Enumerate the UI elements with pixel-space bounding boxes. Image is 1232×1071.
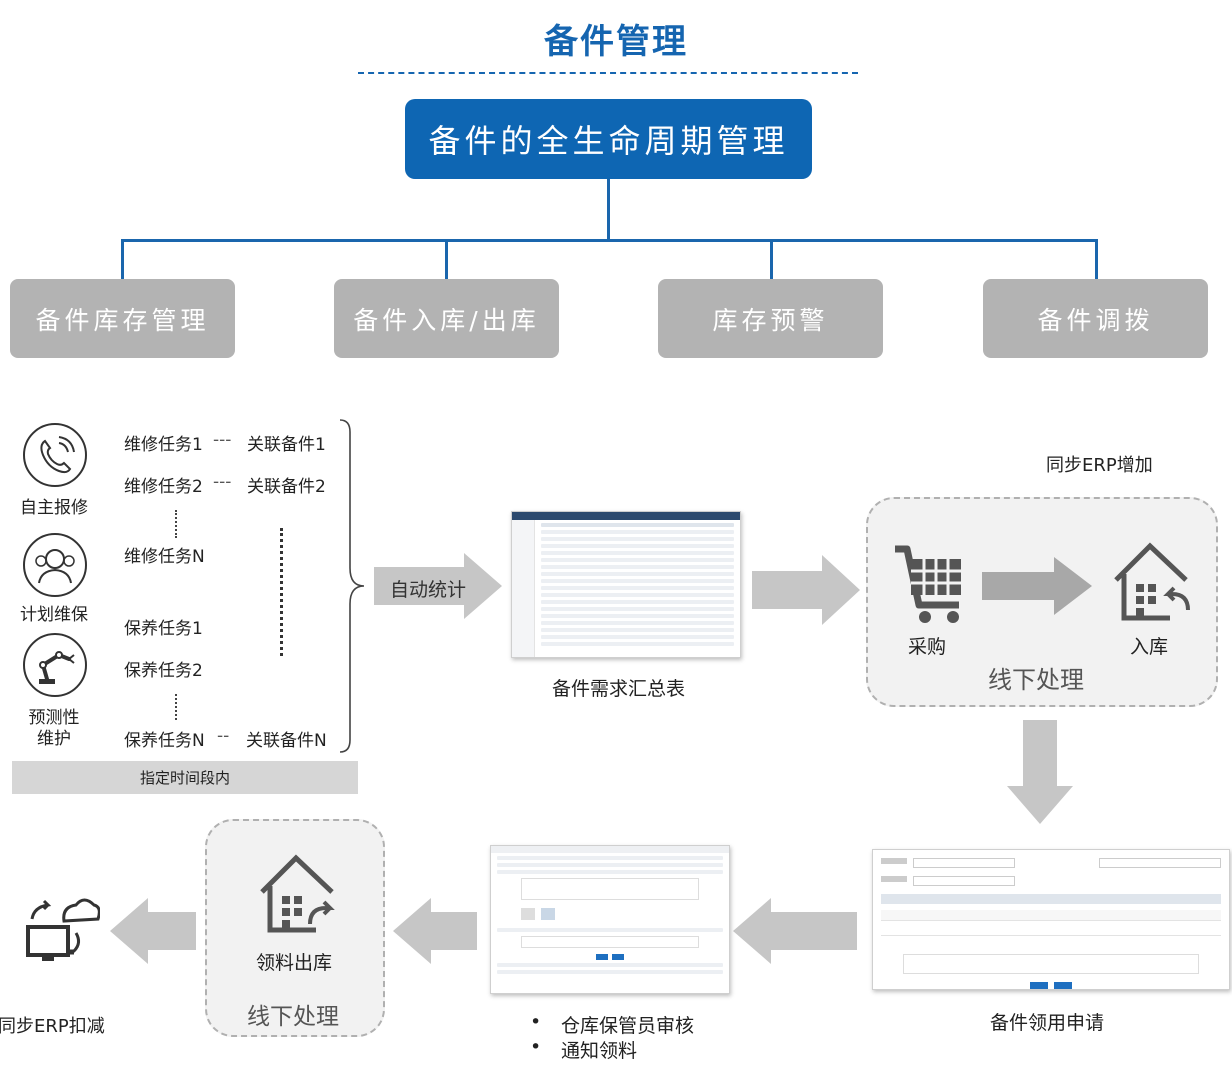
linked-part-n: 关联备件N xyxy=(246,731,327,751)
purchase-to-in-arrow xyxy=(982,557,1092,615)
to-audit-arrow xyxy=(733,898,857,964)
task-repair-n: 维修任务N xyxy=(124,547,205,567)
erp-add-label: 同步ERP增加 xyxy=(1046,455,1153,476)
summary-table-thumbnail xyxy=(511,511,741,658)
tree-branch xyxy=(121,239,1098,242)
pick-out-label: 领料出库 xyxy=(256,952,333,974)
warehouse-in-icon xyxy=(1114,542,1190,621)
tree-leg-4 xyxy=(1095,239,1098,280)
task-repair-2: 维修任务2 xyxy=(124,477,203,497)
apply-form-thumbnail xyxy=(872,849,1230,990)
category-transfer: 备件调拨 xyxy=(983,279,1208,358)
to-erp-arrow xyxy=(110,898,196,964)
linked-part-1: 关联备件1 xyxy=(247,435,326,455)
summary-caption: 备件需求汇总表 xyxy=(552,678,686,700)
source-predictive-2: 维护 xyxy=(37,729,71,749)
offline-label-bottom: 线下处理 xyxy=(247,1004,339,1030)
to-pickout-arrow xyxy=(393,898,477,964)
title-divider xyxy=(358,72,858,74)
task-maint-2: 保养任务2 xyxy=(124,661,203,681)
apply-caption: 备件领用申请 xyxy=(990,1012,1105,1034)
time-range-bar: 指定时间段内 xyxy=(12,761,358,794)
worker-icon xyxy=(23,533,87,597)
ellipsis-repair xyxy=(175,510,177,538)
auto-stat-label: 自动统计 xyxy=(390,579,467,601)
category-inventory: 备件库存管理 xyxy=(10,279,235,358)
audit-form-thumbnail xyxy=(490,845,730,994)
dash-1: --- xyxy=(213,430,232,450)
purchase-label: 采购 xyxy=(908,636,947,658)
tree-leg-1 xyxy=(121,239,124,280)
auto-stat-arrow xyxy=(374,553,502,619)
erp-sub-label: 同步ERP扣减 xyxy=(0,1016,105,1037)
linked-part-2: 关联备件2 xyxy=(247,477,326,497)
audit-bullet-1: • xyxy=(530,1011,542,1033)
cloud-sync-icon xyxy=(26,898,100,961)
task-maint-n: 保养任务N xyxy=(124,731,205,751)
robot-arm-icon xyxy=(23,633,87,697)
dash-2: --- xyxy=(213,472,232,492)
source-predictive-1: 预测性 xyxy=(28,708,80,728)
root-node: 备件的全生命周期管理 xyxy=(405,99,812,179)
category-in-out: 备件入库/出库 xyxy=(334,279,559,358)
cart-icon xyxy=(895,545,961,623)
tree-leg-2 xyxy=(445,239,448,280)
audit-item-2: 通知领料 xyxy=(561,1040,638,1062)
stock-in-label: 入库 xyxy=(1130,636,1169,658)
ellipsis-maint xyxy=(175,694,177,720)
tree-trunk xyxy=(607,179,610,241)
source-self-report: 自主报修 xyxy=(20,498,88,518)
task-repair-1: 维修任务1 xyxy=(124,435,203,455)
category-warning: 库存预警 xyxy=(658,279,883,358)
task-maint-1: 保养任务1 xyxy=(124,619,203,639)
tree-leg-3 xyxy=(770,239,773,280)
page-title: 备件管理 xyxy=(544,22,688,62)
phone-icon xyxy=(23,423,87,487)
to-offline-arrow xyxy=(752,555,860,625)
source-planned: 计划维保 xyxy=(20,605,88,625)
ellipsis-links xyxy=(280,528,283,656)
down-arrow xyxy=(1007,720,1073,824)
warehouse-out-icon xyxy=(260,854,335,933)
grouping-brace xyxy=(339,419,365,753)
audit-bullet-2: • xyxy=(530,1036,542,1058)
audit-item-1: 仓库保管员审核 xyxy=(561,1015,695,1037)
dash-n: -- xyxy=(217,726,230,746)
offline-label-top: 线下处理 xyxy=(988,666,1084,694)
